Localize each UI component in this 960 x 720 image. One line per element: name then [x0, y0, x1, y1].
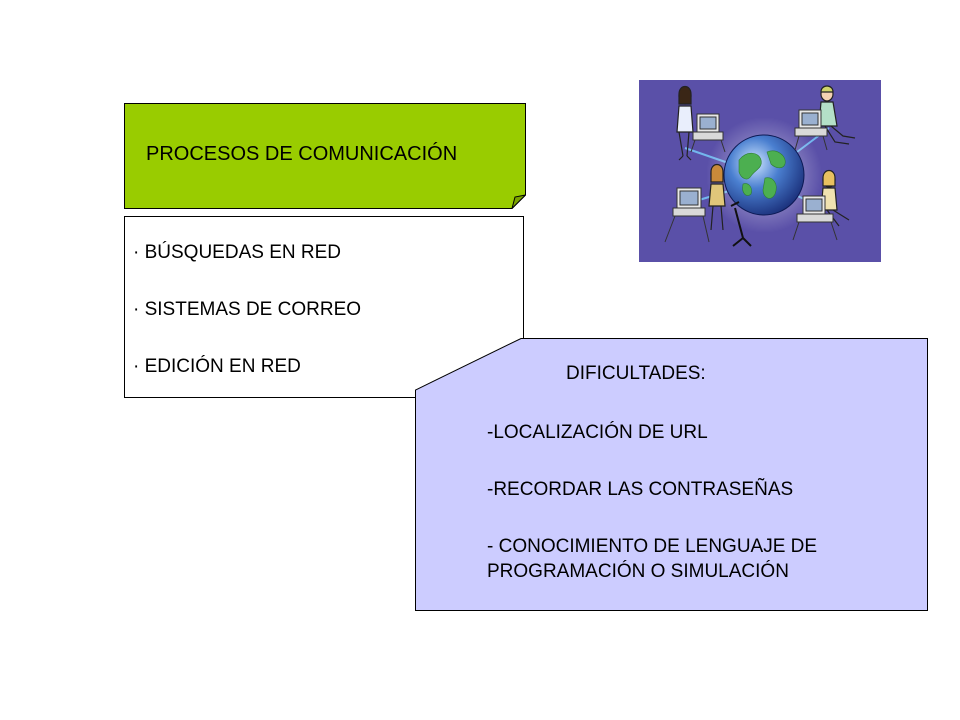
difficulty-item: - CONOCIMIENTO DE LENGUAJE DE PROGRAMACI… [487, 536, 818, 582]
difficulties-box-shape [415, 338, 928, 611]
person-figure [708, 163, 726, 231]
title-box-shape [124, 103, 526, 209]
person-figure [818, 85, 856, 145]
network-globe-picture [639, 80, 881, 262]
title-box: PROCESOS DE COMUNICACIÓN [124, 103, 526, 209]
globe-clipart-image [639, 80, 881, 262]
list-item: · SISTEMAS DE CORREO [133, 299, 362, 320]
list-box: · BÚSQUEDAS EN RED · SISTEMAS DE CORREO … [124, 216, 524, 398]
difficulty-item: -LOCALIZACIÓN DE URL [487, 422, 708, 443]
difficulty-item: -RECORDAR LAS CONTRASEÑAS [487, 479, 794, 500]
list-item: · BÚSQUEDAS EN RED [133, 242, 341, 263]
person-figure [820, 169, 850, 227]
difficulties-box: DIFICULTADES: -LOCALIZACIÓN DE URL -RECO… [415, 338, 928, 611]
difficulties-title: DIFICULTADES: [566, 363, 706, 384]
list-item: · EDICIÓN EN RED [133, 356, 301, 377]
person-figure [676, 85, 694, 161]
title-text: PROCESOS DE COMUNICACIÓN [146, 143, 458, 165]
